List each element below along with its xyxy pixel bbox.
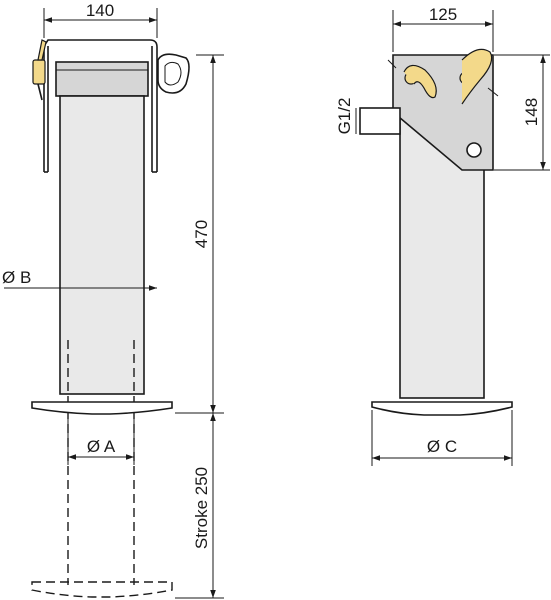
dim-diameter-c: Ø C: [427, 437, 457, 456]
front-spring-pin: [32, 39, 47, 101]
front-top-block: [55, 61, 149, 97]
dimension-labels: 140 125 470 148 Ø B Ø A Ø C G1/2 Stroke …: [2, 1, 541, 549]
side-view: [359, 48, 513, 416]
side-thread-fitting: [359, 107, 401, 135]
dim-thread: G1/2: [335, 98, 354, 135]
dimension-lines: [4, 8, 550, 599]
dim-width-left: 140: [86, 1, 114, 20]
dim-diameter-a: Ø A: [87, 437, 116, 456]
front-foot-plate: [31, 401, 173, 415]
front-pin-holder: [157, 53, 190, 94]
front-view: [31, 39, 190, 598]
front-bracket: [43, 39, 158, 172]
dim-stroke: Stroke 250: [192, 467, 211, 549]
front-extension-dashed: [67, 340, 135, 585]
dim-diameter-b: Ø B: [2, 268, 31, 287]
side-spring-clips: [387, 48, 499, 105]
dim-width-right: 125: [429, 5, 457, 24]
front-main-tube: [59, 95, 145, 395]
side-plate-hole: [466, 142, 482, 158]
front-foot-plate-extended: [31, 581, 173, 598]
side-foot-plate: [371, 401, 513, 416]
dim-height-bracket: 148: [522, 98, 541, 126]
dim-height-total: 470: [192, 220, 211, 248]
